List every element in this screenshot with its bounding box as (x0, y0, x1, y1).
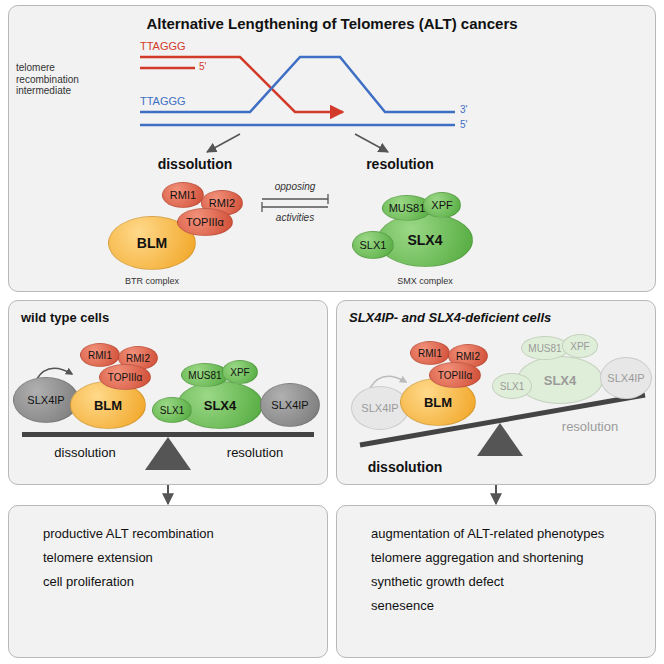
protein-name: RMI2 (209, 197, 235, 209)
protein-blob: XPF (562, 334, 598, 358)
protein-name: BLM (94, 398, 122, 413)
protein-name: MUS81 (188, 370, 221, 381)
outcome-text: synthetic growth defect (371, 574, 645, 589)
outcome-text: augmentation of ALT-related phenotypes (371, 526, 645, 541)
protein-name: TOPIIIα (108, 372, 143, 383)
protein-blob: XPF (222, 360, 258, 384)
diagram-label: TTAGGG (140, 95, 186, 108)
flow-arrow (167, 485, 169, 504)
outcome-panel: productive ALT recombination telomere ext… (8, 505, 328, 658)
protein-name: SLX4 (204, 398, 237, 413)
dna-strands (140, 57, 455, 125)
outcome-panel: augmentation of ALT-related phenotypes te… (336, 505, 656, 658)
protein-name: XPF (230, 367, 249, 378)
protein-name: SLX1 (500, 381, 524, 392)
diagram-label: dissolution (158, 156, 233, 172)
protein-blob: SLX1 (152, 397, 192, 423)
diagram-label: resolution (562, 420, 618, 435)
protein-blob: RMI1 (162, 182, 204, 208)
protein-blob: SLX4IP (13, 377, 79, 423)
protein-blob: SLX4IP (260, 383, 320, 427)
protein-name: RMI2 (126, 353, 150, 364)
diagram-label: 3' (460, 104, 467, 116)
protein-blob: TOPIIIα (429, 362, 481, 388)
protein-name: XPF (431, 199, 452, 211)
flow-arrow (495, 485, 497, 504)
diagram-label: TTAGGG (140, 40, 186, 53)
diagram-label: dissolution (54, 446, 115, 461)
diagram-label: BTR complex (125, 276, 179, 286)
diagram-label: resolution (366, 156, 434, 172)
protein-name: SLX4IP (27, 394, 64, 406)
panel-grounds (8, 5, 656, 658)
protein-name: SLX4 (544, 373, 577, 388)
diagram-label: SMX complex (397, 276, 453, 286)
protein-name: RMI1 (88, 350, 112, 361)
diagram-label: resolution (227, 446, 283, 461)
protein-name: SLX1 (360, 239, 387, 251)
pathway-arrows (207, 134, 388, 152)
diagram-label: dissolution (368, 459, 443, 475)
outcome-text: telomere aggregation and shortening (371, 550, 645, 565)
cell-panel: SLX4IP- and SLX4-deficient cellsSLX4IP RM… (336, 300, 656, 485)
protein-name: RMI1 (418, 348, 442, 359)
panel-title: wild type cells (21, 310, 315, 325)
protein-name: BLM (137, 235, 167, 251)
diagram-label: opposing (275, 181, 316, 193)
protein-name: BLM (424, 395, 452, 410)
diagram-label: telomere recombination intermediate (16, 62, 116, 97)
panel-title: SLX4IP- and SLX4-deficient cells (349, 310, 643, 325)
diagram-label: 5' (460, 119, 467, 131)
outcome-text: cell proliferation (43, 574, 317, 589)
inhibition-lines (262, 194, 328, 212)
diagram-label: 5' (199, 61, 206, 73)
seesaw-left (22, 432, 314, 470)
protein-name: XPF (570, 341, 589, 352)
diagram-label: activities (276, 212, 314, 224)
protein-blob: RMI1 (410, 341, 450, 365)
protein-name: TOPIIIα (438, 370, 473, 381)
protein-blob: XPF (423, 192, 461, 218)
protein-name: SLX4IP (607, 372, 644, 384)
protein-blob: TOPIIIα (177, 208, 233, 236)
protein-name: SLX4IP (361, 402, 398, 414)
outcome-text: telomere extension (43, 550, 317, 565)
protein-blob: SLX4IP (600, 357, 652, 399)
protein-name: TOPIIIα (186, 216, 224, 228)
protein-name: MUS81 (528, 343, 561, 354)
protein-name: SLX4IP (271, 399, 308, 411)
protein-blob: SLX1 (352, 231, 394, 259)
protein-blob: TOPIIIα (99, 364, 151, 390)
protein-name: MUS81 (389, 202, 426, 214)
protein-blob: SLX1 (492, 373, 532, 399)
protein-name: RMI2 (456, 351, 480, 362)
cell-panel: Alternative Lengthening of Telomeres (AL… (8, 5, 656, 292)
protein-name: RMI1 (170, 189, 196, 201)
panel-title: Alternative Lengthening of Telomeres (AL… (21, 15, 643, 32)
outcome-text: senesence (371, 598, 645, 613)
protein-name: SLX1 (160, 405, 184, 416)
protein-blob: RMI1 (80, 343, 120, 367)
outcome-text: productive ALT recombination (43, 526, 317, 541)
protein-name: SLX4 (407, 232, 442, 248)
